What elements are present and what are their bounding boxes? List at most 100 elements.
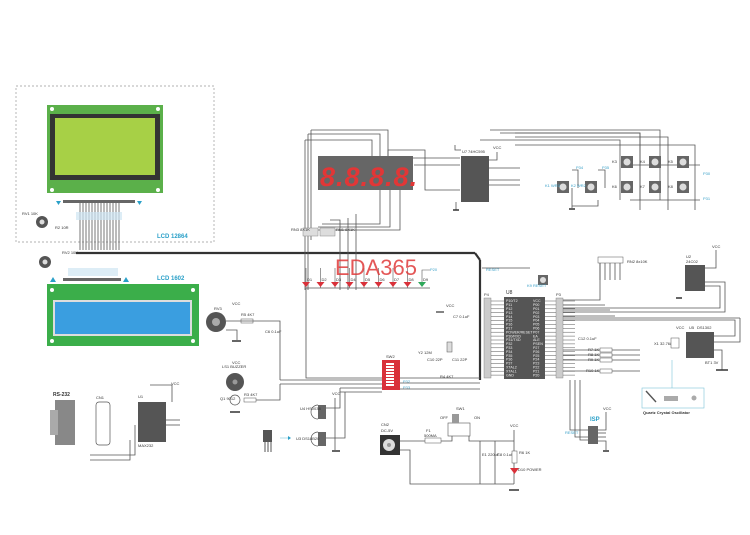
mcu-pin-left: POWER/RESET bbox=[506, 330, 533, 334]
resnet-rn2 bbox=[597, 256, 624, 264]
key-label: K7 bbox=[640, 184, 646, 189]
r8-label: R8 1K bbox=[588, 352, 599, 357]
lcd1602-header bbox=[63, 278, 121, 281]
u3-label: U3 DS18B20 bbox=[296, 436, 320, 441]
led-label: D8 bbox=[409, 277, 415, 282]
mcu-pin-right: ALE bbox=[533, 338, 540, 342]
sw1-label: SW1 bbox=[456, 406, 465, 411]
lcd12864-header bbox=[63, 200, 135, 203]
sw2-net-2: P33 bbox=[403, 385, 411, 390]
led-red bbox=[403, 282, 412, 287]
c12-label: C12 0.1uF bbox=[578, 336, 597, 341]
mcu-pin-left: P32 bbox=[506, 342, 512, 346]
rs232-title: RS-232 bbox=[53, 392, 70, 398]
cn1-label: CN1 bbox=[96, 395, 105, 400]
mcu-pin-right: P26 bbox=[533, 350, 539, 354]
mcu-pin-left: P10/T2 bbox=[506, 299, 518, 303]
seven-segment-digits: 8.8.8.8. bbox=[320, 162, 418, 192]
mcu-pin-left: P35 bbox=[506, 354, 512, 358]
lcd12864-title: LCD 12864 bbox=[157, 234, 188, 240]
r2-label: R2 10R bbox=[55, 225, 69, 230]
crystal-y2: Y2 12M bbox=[418, 350, 432, 355]
photo-sensor: RV3 VCC R5 4K7 C6 0.1uF bbox=[206, 301, 282, 380]
reset-net: RESET bbox=[486, 267, 500, 272]
f1-rating: 500MA bbox=[424, 433, 437, 438]
r7-label: R7 1K bbox=[588, 347, 599, 352]
crystal-y2-icon bbox=[446, 341, 453, 353]
led-label: D7 bbox=[394, 277, 400, 282]
led-green bbox=[418, 282, 426, 287]
mcu-pin-right: P00 bbox=[533, 303, 539, 307]
u5-chip bbox=[686, 332, 714, 358]
mcu-pin-right: P23 bbox=[533, 362, 539, 366]
rv2-label: RV2 10K bbox=[62, 250, 78, 255]
mcu-pin-right: P24 bbox=[533, 358, 539, 362]
cn2-label: CN2 bbox=[381, 422, 390, 427]
lcd1602-screen bbox=[55, 302, 190, 334]
watermark-text: EDA365 bbox=[335, 255, 417, 280]
u8-ref: U8 bbox=[506, 290, 513, 296]
isp-connector bbox=[588, 426, 598, 444]
isp-title: ISP bbox=[590, 417, 600, 423]
led-label: D1 bbox=[307, 277, 313, 282]
u7-vcc: VCC bbox=[493, 145, 502, 150]
u4-ir-receiver bbox=[318, 405, 326, 419]
rs232-vcc: VCC bbox=[171, 381, 180, 386]
power-switch-sw1[interactable] bbox=[447, 422, 471, 437]
u8-chip bbox=[504, 297, 545, 379]
mcu-pin-left: P15 bbox=[506, 319, 512, 323]
header-p4 bbox=[483, 297, 492, 379]
rv1-label: RV1 10K bbox=[22, 211, 38, 216]
c11-label: C11 22P bbox=[452, 357, 468, 362]
c8-label: C8 0.1uF bbox=[497, 452, 514, 457]
vcc-label: VCC bbox=[446, 303, 455, 308]
sw2-ref: SW2 bbox=[386, 354, 395, 359]
oscillator-title: Quartz Crystal Oscillator bbox=[643, 410, 690, 415]
max232-chip bbox=[138, 402, 166, 442]
u5-vcc: VCC bbox=[676, 325, 685, 330]
arrow-down-icon bbox=[56, 201, 61, 205]
mcu-pin-left: XTAL2 bbox=[506, 366, 517, 370]
p4-label: P4 bbox=[484, 292, 490, 297]
mcu-pin-right: P22 bbox=[533, 366, 539, 370]
rv3-vcc: VCC bbox=[232, 301, 241, 306]
mcu-pin-right: P04 bbox=[533, 319, 539, 323]
led-label: D2 bbox=[322, 277, 328, 282]
ds18b20-component-icon bbox=[263, 430, 272, 442]
c6-label: C6 0.1uF bbox=[265, 329, 282, 334]
rn1-label: RN1 8X1K bbox=[336, 227, 355, 232]
seven-segment-body bbox=[318, 156, 413, 190]
buzzer-label: LS1 BUZZER bbox=[222, 364, 246, 369]
mcu-pin-right: PSEN bbox=[533, 342, 543, 346]
u5-ref: U5 bbox=[689, 325, 695, 330]
mcu-pin-left: P36 bbox=[506, 358, 512, 362]
lcd12864-screen bbox=[55, 118, 155, 175]
crystal-x1-label: X1 32.768K bbox=[654, 341, 675, 346]
buzzer-vcc: VCC bbox=[232, 360, 241, 365]
rn2-label: RN2 8x10K bbox=[627, 259, 648, 264]
mcu-pin-right: P06 bbox=[533, 327, 539, 331]
key-label: K6 bbox=[612, 184, 618, 189]
resnet-rn1 bbox=[319, 227, 336, 237]
db9-side-view bbox=[55, 400, 75, 445]
u7-ref: U7 bbox=[462, 149, 468, 154]
mcu-pin-left: P11 bbox=[506, 303, 512, 307]
d9-net: P20 bbox=[430, 267, 438, 272]
key-label: K8 bbox=[668, 184, 674, 189]
keypad: K1 WR3 K2 WR2 K3 K4 K5 K6 K7 K8 P34 P35 … bbox=[515, 132, 711, 210]
led-red bbox=[345, 282, 354, 287]
f1-label: F1 bbox=[426, 428, 431, 433]
led-red bbox=[316, 282, 325, 287]
key-k2-label: K2 WR2 bbox=[571, 183, 587, 188]
key-label: K5 bbox=[668, 159, 674, 164]
isp-header: ISP VCC RESET bbox=[565, 380, 612, 452]
sw1-off: OFF bbox=[440, 415, 449, 420]
lcd12864-dashed-border bbox=[15, 85, 215, 243]
net-label: P31 bbox=[703, 196, 711, 201]
mcu-pin-right: P02 bbox=[533, 311, 539, 315]
isp-vcc: VCC bbox=[603, 406, 612, 411]
cn2-sub: DC-5V bbox=[381, 428, 393, 433]
resistors-right: R7 1K R8 1K R9 1K R10 1K bbox=[563, 347, 640, 374]
led-red bbox=[389, 282, 397, 287]
led-label: D3 bbox=[336, 277, 342, 282]
